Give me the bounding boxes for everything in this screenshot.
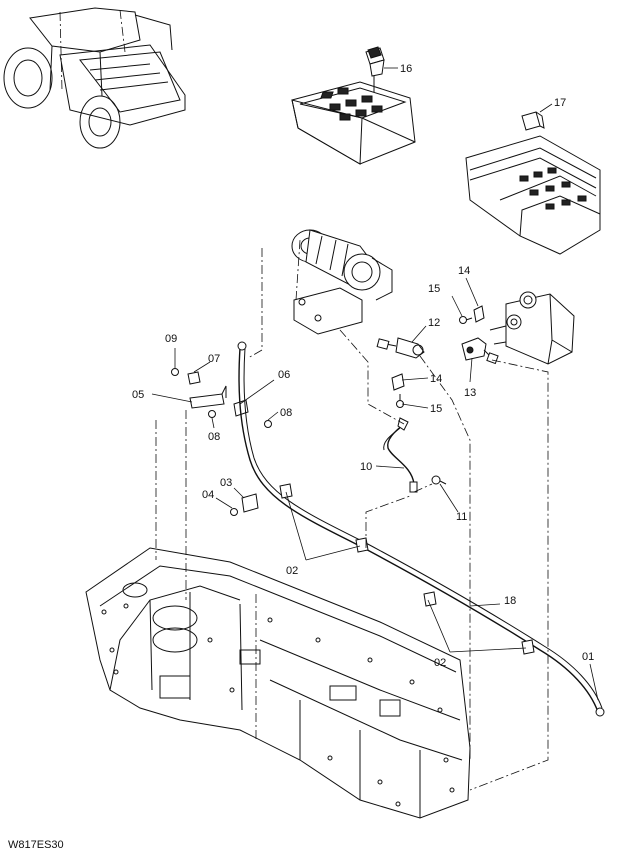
bolt-part-09: [171, 368, 179, 376]
bolt-part-15-lower: [396, 394, 404, 408]
bolt-part-08-right: [264, 420, 272, 428]
leader-lines: [151, 67, 599, 701]
clip-part-14-lower: [391, 373, 405, 391]
callout-10: 10: [360, 461, 372, 473]
assembly-reference-lines: [155, 239, 549, 791]
solenoid-housing: [489, 291, 575, 365]
tractor-frame: [85, 547, 471, 819]
callout-14-lower: 14: [430, 373, 442, 385]
tractor-overview-illustration: [3, 7, 186, 149]
bracket-part-05: [189, 385, 227, 409]
rocker-switch-part-16: [365, 46, 385, 92]
callout-03: 03: [220, 477, 232, 489]
callout-13: 13: [464, 387, 476, 399]
callout-02-left: 02: [286, 565, 298, 577]
callout-09: 09: [165, 333, 177, 345]
callout-08-left: 08: [208, 431, 220, 443]
cable-part-10: [383, 417, 418, 493]
callout-15-lower: 15: [430, 403, 442, 415]
callout-11: 11: [456, 511, 467, 523]
sensor-part-13: [461, 337, 499, 365]
bolt-part-08-left: [208, 410, 216, 418]
relay-part-17: [521, 111, 545, 131]
sensor-part-12: [376, 337, 425, 359]
clip-part-07: [187, 371, 201, 385]
console-box: [291, 81, 416, 165]
callout-14-upper: 14: [458, 265, 470, 277]
callout-18: 18: [504, 595, 516, 607]
callout-labels: 16 17 14 15 12 13 14 15 10 11 09 07 05 0…: [132, 63, 594, 669]
drawing-code: W817ES30: [8, 839, 64, 851]
callout-07: 07: [208, 353, 220, 365]
callout-01: 01: [582, 651, 594, 663]
callout-02-right: 02: [434, 657, 446, 669]
bracket-part-03: [241, 493, 259, 513]
starter-motor: [291, 229, 393, 335]
fuse-box: [465, 135, 601, 255]
bolt-part-11: [431, 475, 447, 485]
callout-17: 17: [554, 97, 566, 109]
callout-04: 04: [202, 489, 214, 501]
bolt-part-15-upper: [459, 316, 473, 324]
callout-08-right: 08: [280, 407, 292, 419]
cable-clip-part-02: [279, 483, 535, 655]
callout-15-upper: 15: [428, 283, 440, 295]
callout-16: 16: [400, 63, 412, 75]
bolt-part-04: [230, 508, 238, 516]
callout-06: 06: [278, 369, 290, 381]
callout-05: 05: [132, 389, 144, 401]
clip-part-14-upper: [473, 305, 485, 323]
callout-12: 12: [428, 317, 440, 329]
